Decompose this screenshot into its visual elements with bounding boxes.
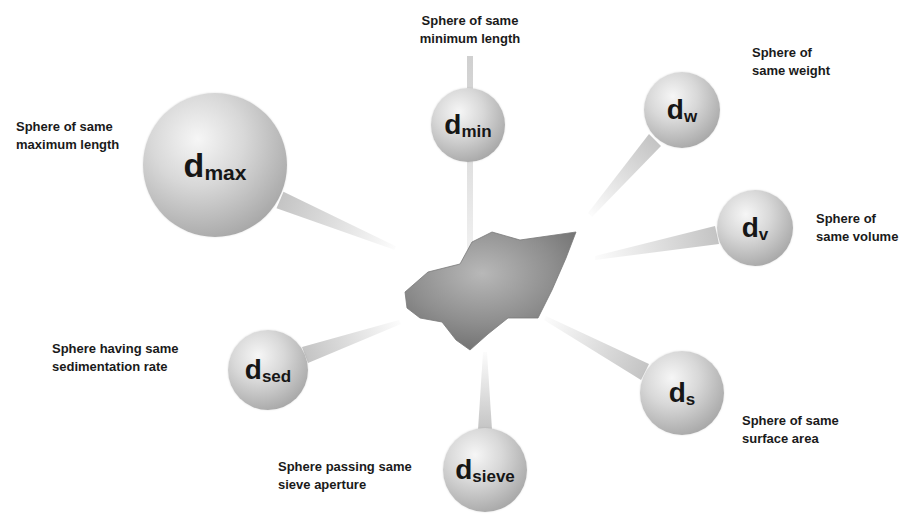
equivalent-sphere: dsedSphere having same sedimentation rat… (228, 330, 308, 410)
sphere-caption: Sphere of same weight (752, 44, 847, 80)
diameter-subscript: s (686, 390, 695, 407)
sphere-symbol: dmax (143, 93, 287, 237)
diameter-subscript: sieve (472, 467, 515, 484)
diameter-symbol: d (184, 148, 205, 182)
diameter-symbol: d (742, 214, 759, 242)
light-beam (302, 320, 401, 363)
light-beam (277, 192, 396, 250)
diameter-symbol: d (667, 96, 684, 124)
equivalent-sphere: dvSphere of same volume (717, 190, 793, 266)
equivalent-sphere: dmaxSphere of same maximum length (143, 93, 287, 237)
diameter-symbol: d (669, 379, 686, 407)
equivalent-sphere: dwSphere of same weight (644, 72, 720, 148)
light-beam (588, 134, 661, 217)
irregular-particle (405, 232, 576, 350)
sphere-caption: Sphere of same maximum length (16, 118, 141, 154)
equivalent-sphere: dsieveSphere passing same sieve aperture (443, 428, 527, 512)
diameter-subscript: sed (262, 367, 291, 384)
sphere-symbol: dsieve (443, 428, 527, 512)
sphere-symbol: dmin (431, 88, 505, 162)
diameter-symbol: d (245, 356, 262, 384)
sphere-caption: Sphere passing same sieve aperture (278, 458, 428, 494)
sphere-caption: Sphere of same minimum length (405, 12, 535, 48)
sphere-symbol: dv (717, 190, 793, 266)
diameter-subscript: v (759, 225, 768, 242)
diameter-symbol: d (444, 111, 461, 139)
sphere-symbol: ds (640, 351, 724, 435)
light-beam (478, 352, 492, 430)
sphere-caption: Sphere of same volume (816, 210, 912, 246)
sphere-caption: Sphere of same surface area (742, 412, 867, 448)
sphere-symbol: dsed (228, 330, 308, 410)
diameter-subscript: max (204, 162, 246, 183)
diameter-symbol: d (455, 456, 472, 484)
light-beam (544, 316, 649, 380)
diameter-subscript: min (461, 122, 491, 139)
light-beam (595, 226, 719, 260)
diameter-subscript: w (684, 107, 697, 124)
equivalent-sphere: dminSphere of same minimum length (431, 88, 505, 162)
equivalent-sphere: dsSphere of same surface area (640, 351, 724, 435)
sphere-symbol: dw (644, 72, 720, 148)
sphere-caption: Sphere having same sedimentation rate (52, 340, 202, 376)
